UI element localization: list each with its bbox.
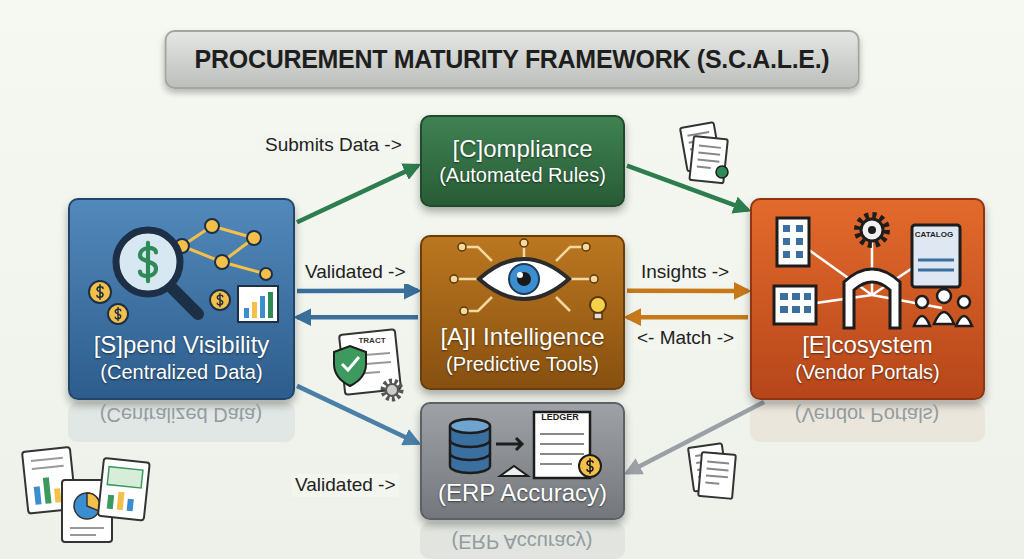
edge-label: Validated -> xyxy=(292,474,399,497)
box-subtitle: (Centralized Data) xyxy=(100,360,262,384)
reflection-text: (Vendor Portals) xyxy=(767,404,967,426)
report-icons xyxy=(22,447,150,542)
ledger-label: LEDGER xyxy=(532,413,588,423)
edge-label: Insights -> xyxy=(638,261,732,284)
flow-arrow xyxy=(627,166,748,211)
box-subtitle: (Vendor Portals) xyxy=(795,360,940,384)
edge-label: Validated -> xyxy=(302,261,409,284)
edge-label: <- Match -> xyxy=(634,327,737,350)
box-heading: [S]pend Visibility xyxy=(94,331,270,360)
process-box: (ERP Accuracy) xyxy=(420,402,625,520)
process-box: [E]cosystem(Vendor Portals) xyxy=(750,198,985,400)
box-heading: [E]cosystem xyxy=(802,331,933,360)
contract-label: TRACT xyxy=(350,337,394,346)
flow-arrow xyxy=(297,166,418,223)
box-heading: [A]I Intelligence xyxy=(440,323,604,352)
title-banner: PROCUREMENT MATURITY FRAMEWORK (S.C.A.L.… xyxy=(165,30,860,89)
document-icon xyxy=(680,122,728,183)
reflection-text: (Centralized Data) xyxy=(81,404,281,426)
flow-arrow xyxy=(627,402,764,473)
flow-arrow xyxy=(627,315,748,320)
flow-arrow xyxy=(297,289,418,294)
process-box: [S]pend Visibility(Centralized Data) xyxy=(68,198,295,400)
document-icon xyxy=(688,443,736,499)
process-box: [A]I Intelligence(Predictive Tools) xyxy=(420,235,625,390)
catalog-label: CATALOG xyxy=(910,231,958,240)
box-subtitle: (Automated Rules) xyxy=(439,163,606,187)
reflection-text: (ERP Accuracy) xyxy=(422,531,622,553)
box-subtitle: (Predictive Tools) xyxy=(446,352,599,376)
flow-arrow xyxy=(297,315,418,320)
flow-arrow xyxy=(627,289,748,294)
box-heading: [C]ompliance xyxy=(452,135,592,164)
contract-icon xyxy=(334,329,401,399)
flow-arrow xyxy=(297,386,418,443)
edge-label: Submits Data -> xyxy=(262,134,405,157)
process-box: [C]ompliance(Automated Rules) xyxy=(420,115,625,207)
box-subtitle: (ERP Accuracy) xyxy=(438,479,607,508)
